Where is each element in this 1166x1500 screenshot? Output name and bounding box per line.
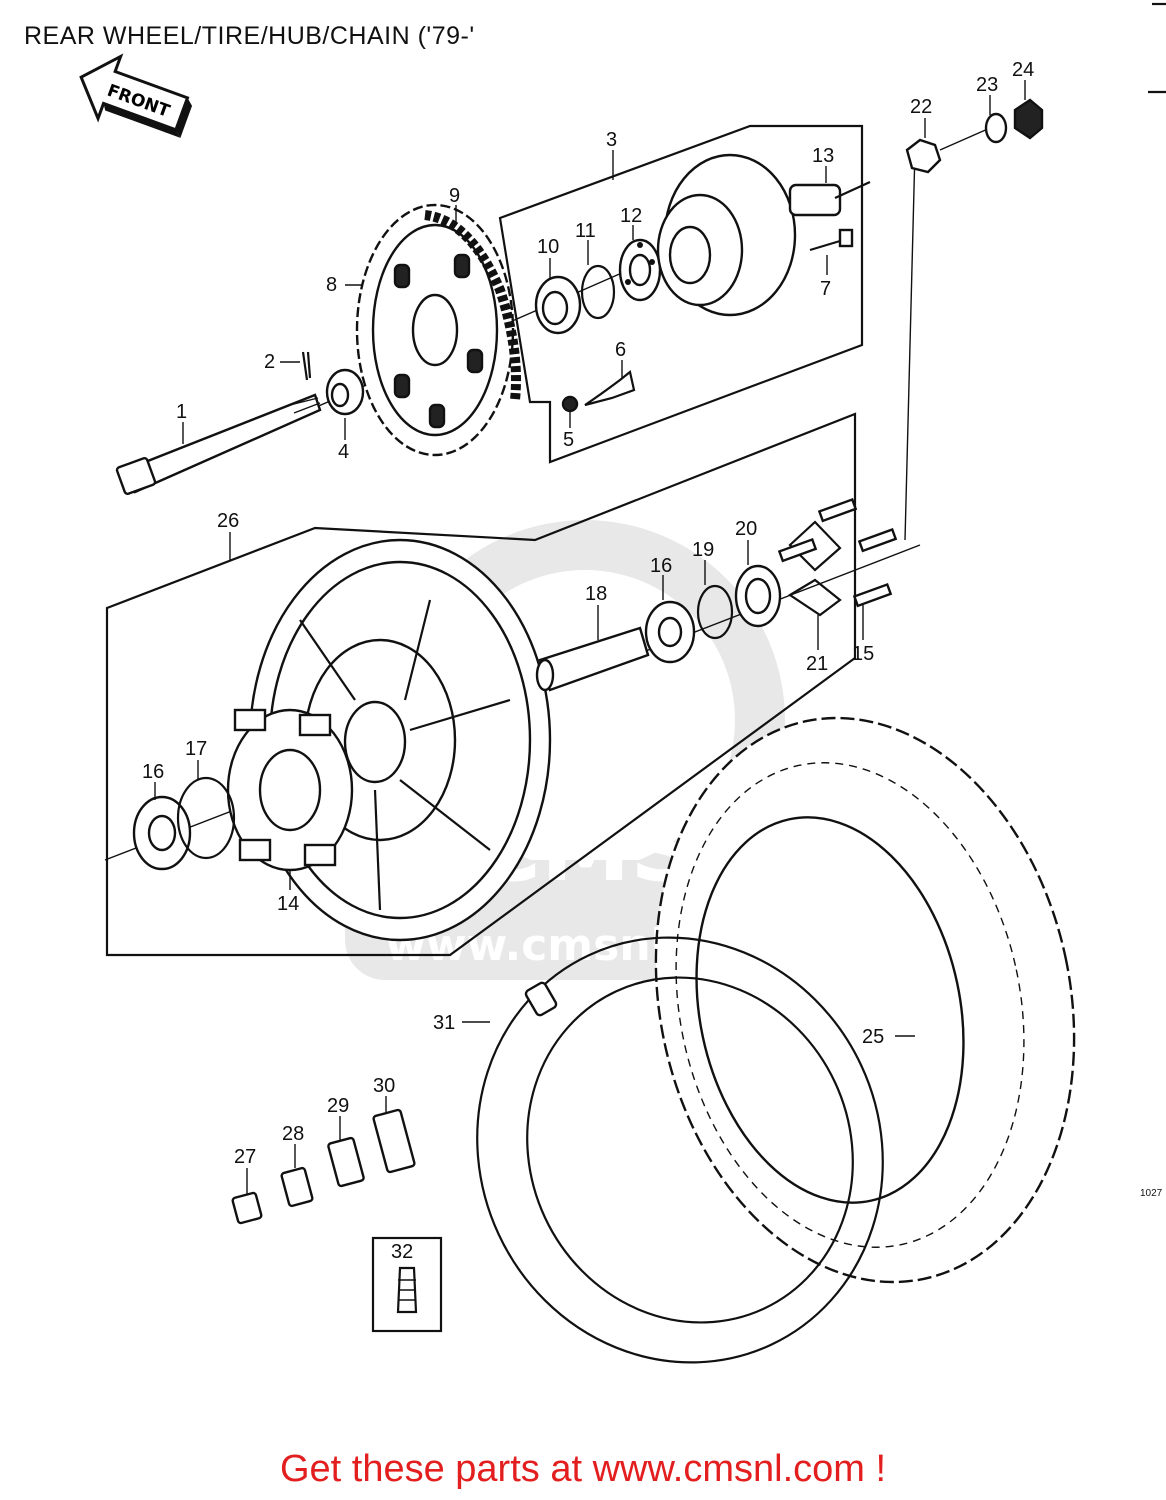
callout-16-right: 16	[650, 555, 672, 577]
wheel-assembly-frame	[105, 412, 857, 957]
nut-part	[561, 395, 579, 413]
axle-nut-part	[905, 138, 942, 174]
promo-link[interactable]: Get these parts at www.cmsnl.com !	[279, 1448, 887, 1490]
sprocket-part	[355, 203, 515, 457]
drawing-code: 1027	[1140, 1188, 1163, 1199]
sprocket-hub-part	[656, 153, 871, 317]
callout-15: 15	[852, 643, 874, 665]
balance-weight-c-part	[327, 1136, 365, 1188]
callout-16-left: 16	[142, 761, 164, 783]
axle-part	[115, 393, 322, 495]
callout-10: 10	[537, 236, 559, 258]
callout-14: 14	[277, 893, 299, 915]
oil-seal-part	[534, 275, 582, 335]
page-title: REAR WHEEL/TIRE/HUB/CHAIN ('79-'	[24, 22, 475, 50]
callout-4: 4	[338, 441, 349, 463]
callout-28: 28	[282, 1123, 304, 1145]
callout-12: 12	[620, 205, 642, 227]
callout-25: 25	[862, 1026, 884, 1048]
balance-weight-b-part	[280, 1166, 314, 1208]
callout-31: 31	[433, 1012, 455, 1034]
balance-weight-d-part	[372, 1108, 416, 1174]
callout-5: 5	[563, 429, 574, 451]
circlip-part	[580, 264, 616, 320]
balance-weight-a-part	[231, 1191, 263, 1225]
callout-1: 1	[176, 401, 187, 423]
lock-washer-part	[584, 370, 636, 407]
callout-6: 6	[615, 339, 626, 361]
ball-bearing-right-part	[644, 600, 696, 664]
cap-nut-part	[1013, 98, 1044, 140]
callout-13: 13	[812, 145, 834, 167]
callout-27: 27	[234, 1146, 256, 1168]
callout-17: 17	[185, 738, 207, 760]
callout-9: 9	[449, 185, 460, 207]
callout-22: 22	[910, 96, 932, 118]
washer-guide	[939, 127, 991, 151]
hub-assembly-frame	[498, 124, 864, 464]
callout-30: 30	[373, 1075, 395, 1097]
leader-lines	[154, 80, 1026, 1195]
coupling-damper-part	[226, 708, 354, 872]
callout-8: 8	[326, 274, 337, 296]
stud-part	[809, 228, 854, 252]
cotter-pin-part	[301, 351, 312, 381]
callout-labels: 1 2 3 4 5 6 7 8 9 10 11 12 13 14 15 16 1…	[142, 59, 1034, 1263]
ball-bearing-left-part	[132, 795, 192, 871]
callout-3: 3	[606, 129, 617, 151]
callout-18: 18	[585, 583, 607, 605]
callout-26: 26	[217, 510, 239, 532]
front-arrow-icon: FRONT	[79, 53, 193, 138]
distance-collar-part	[535, 626, 650, 692]
washer-part	[984, 112, 1008, 144]
callout-24: 24	[1012, 59, 1034, 81]
callout-23: 23	[976, 74, 998, 96]
chain-part	[424, 210, 521, 401]
collar-part	[325, 368, 365, 416]
callout-7: 7	[820, 278, 831, 300]
o-ring-part	[176, 776, 236, 860]
callout-21: 21	[806, 653, 828, 675]
callout-29: 29	[327, 1095, 349, 1117]
inner-tube-part	[476, 936, 884, 1364]
tire-part	[654, 716, 1076, 1284]
callout-11: 11	[575, 220, 596, 242]
bearing-part	[618, 238, 662, 302]
grease-seal-part	[734, 564, 782, 628]
lock-plate-part	[787, 520, 842, 617]
axle-nut-guide	[904, 149, 916, 541]
valve-core-part	[371, 1236, 443, 1333]
callout-32: 32	[391, 1241, 413, 1263]
callout-19: 19	[692, 539, 714, 561]
snap-ring-part	[696, 584, 734, 640]
callout-20: 20	[735, 518, 757, 540]
bolt-part	[777, 497, 898, 608]
callout-2: 2	[264, 351, 275, 373]
